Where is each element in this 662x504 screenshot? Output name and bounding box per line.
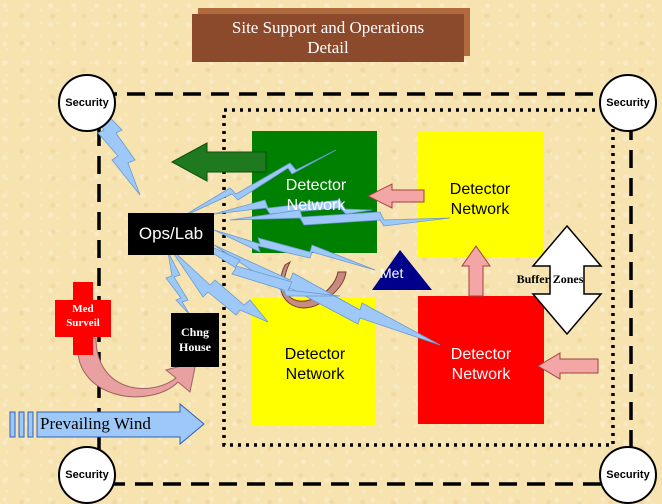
security-label: Security xyxy=(606,97,650,109)
network-line-2: Network xyxy=(450,201,510,218)
wind-arrow-body xyxy=(36,402,205,446)
security-label: Security xyxy=(606,469,650,481)
detector-network-yellow-top-block xyxy=(418,131,544,257)
chng-house-line-1: Chng xyxy=(180,325,209,339)
security-circle-bottom-left: Security xyxy=(58,446,116,504)
link-green-to-ops-lower xyxy=(179,231,341,297)
prevailing-wind-label: Prevailing Wind xyxy=(40,414,151,433)
pink-arrow-into-green xyxy=(366,183,425,209)
communication-links xyxy=(89,102,451,346)
network-line-1: Detector xyxy=(285,177,347,194)
detector-network-yellow-top-label: Detector Network xyxy=(432,180,528,220)
pink-arrow-into-red xyxy=(537,352,599,380)
wind-tail-stripe-1 xyxy=(9,411,16,438)
link-ops-to-yellow-top xyxy=(229,209,451,227)
link-ops-to-chng xyxy=(165,251,191,316)
inner-boundary xyxy=(222,108,615,447)
network-line-2: Network xyxy=(451,366,511,383)
network-line-1: Detector xyxy=(450,346,512,363)
title-box: Site Support and Operations Detail xyxy=(192,14,464,62)
pink-arrow-up-to-yellow xyxy=(461,245,491,297)
security-label: Security xyxy=(65,469,109,481)
title-line-1: Site Support and Operations xyxy=(231,18,425,37)
ops-lab-label: Ops/Lab xyxy=(138,224,204,243)
med-surveil-cross xyxy=(55,282,111,355)
buffer-zones-label: Buffer Zones xyxy=(516,272,584,286)
security-circle-top-right: Security xyxy=(599,74,657,132)
network-line-1: Detector xyxy=(449,181,511,198)
met-label: Met xyxy=(380,265,404,281)
green-left-arrow xyxy=(170,142,267,182)
link-ops-to-green-mid xyxy=(213,199,373,215)
link-ops-to-green-top xyxy=(179,149,337,219)
title-line-2: Detail xyxy=(307,38,349,57)
med-surveil-line-1: Med xyxy=(72,303,94,315)
network-line-2: Network xyxy=(285,366,345,383)
detector-network-green-label: Detector Network xyxy=(268,176,364,216)
chng-house-box: Chng House xyxy=(171,313,219,367)
link-ops-to-yellow-bottom xyxy=(169,247,269,323)
buffer-zones-double-arrow xyxy=(531,224,603,336)
detector-network-red-label: Detector Network xyxy=(433,345,529,385)
prevailing-wind-arrow xyxy=(9,402,205,446)
med-to-chng-arrow xyxy=(77,337,197,398)
med-surveil-label: Med Surveil xyxy=(55,302,111,330)
wind-tail-stripe-2 xyxy=(18,411,25,438)
ops-lab-box: Ops/Lab xyxy=(128,213,214,255)
wind-tail-stripe-3 xyxy=(27,411,34,438)
link-ops-to-met xyxy=(213,229,376,271)
detector-network-red-block xyxy=(418,296,544,424)
network-line-2: Network xyxy=(286,197,346,214)
detector-network-yellow-bottom-label: Detector Network xyxy=(267,345,363,385)
security-label: Security xyxy=(65,97,109,109)
med-surveil-line-2: Surveil xyxy=(66,317,100,329)
security-circle-top-left: Security xyxy=(58,74,116,132)
detector-network-green-block xyxy=(252,131,377,253)
security-circle-bottom-right: Security xyxy=(599,446,657,504)
met-triangle xyxy=(372,250,432,290)
outer-perimeter xyxy=(97,92,633,486)
chng-house-line-2: House xyxy=(178,340,211,354)
network-line-1: Detector xyxy=(284,346,346,363)
